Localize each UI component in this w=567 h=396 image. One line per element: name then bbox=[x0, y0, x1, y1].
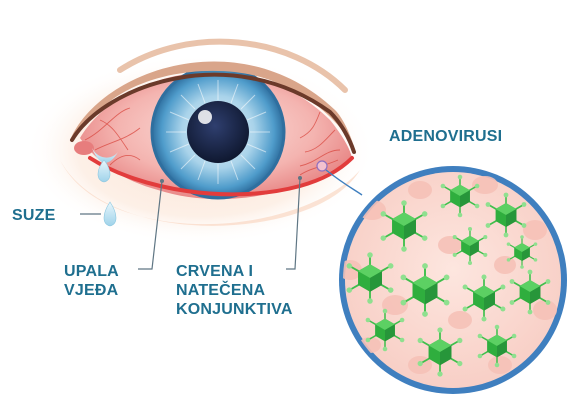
conjunctiva-label-line3: KONJUNKTIVA bbox=[176, 300, 293, 319]
inner-corner bbox=[74, 141, 94, 155]
tears-label-text: SUZE bbox=[12, 207, 55, 224]
conjunctiva-label: CRVENA I NATEČENA KONJUNKTIVA bbox=[176, 262, 293, 319]
leader-eyelid-dot bbox=[160, 179, 164, 183]
magnifier-lens bbox=[338, 166, 567, 394]
inflamed-eyelid-label-line1: UPALA bbox=[64, 262, 119, 281]
adenovirus-label: ADENOVIRUSI bbox=[389, 127, 502, 146]
adenovirus-label-text: ADENOVIRUSI bbox=[389, 128, 502, 145]
inflamed-eyelid-label: UPALA VJEĐA bbox=[64, 262, 119, 300]
conjunctiva-label-line1: CRVENA I bbox=[176, 262, 293, 281]
pupil-highlight bbox=[198, 110, 212, 124]
conjunctiva-label-line2: NATEČENA bbox=[176, 281, 293, 300]
conjunctiva-bump bbox=[317, 161, 327, 171]
pupil bbox=[187, 101, 249, 163]
inflamed-eyelid-label-line2: VJEĐA bbox=[64, 281, 119, 300]
leader-conjunctiva-dot bbox=[298, 176, 302, 180]
tears-label: SUZE bbox=[12, 206, 55, 225]
